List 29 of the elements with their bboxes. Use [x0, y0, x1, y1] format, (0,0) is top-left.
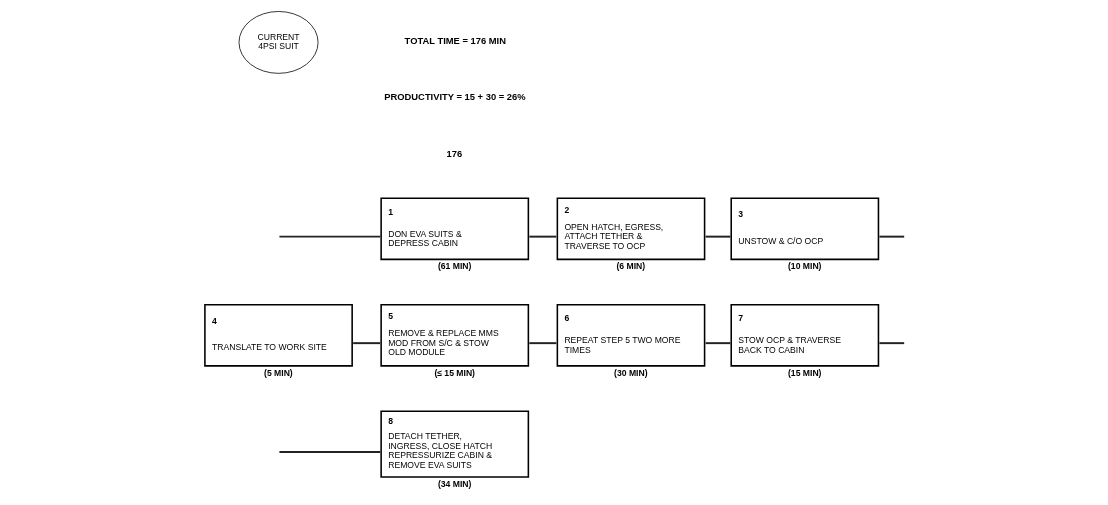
connector	[877, 342, 905, 345]
node-label: (30 MIN)	[613, 367, 648, 378]
node-label: (6 MIN)	[615, 261, 645, 272]
label: 176	[446, 147, 462, 159]
node-label: (34 MIN)	[437, 479, 471, 490]
node-box: 5 REMOVE & REPLACE MMS MOD FROM S/C & STOW OLD MODULE	[379, 304, 529, 367]
node-label: (10 MIN)	[787, 261, 821, 272]
node-label: (15 MIN)	[787, 367, 821, 378]
connector	[704, 342, 731, 345]
node-box: 4 TRANSLATE TO WORK SITE	[203, 304, 353, 367]
node-ellipse: CURRENT 4PSI SUIT	[238, 11, 318, 74]
node-box: 6 REPEAT STEP 5 TWO MORE TIMES	[556, 304, 705, 367]
connector	[277, 451, 381, 453]
label: PRODUCTIVITY = 15 + 30 = 26%	[383, 91, 526, 103]
label: TOTAL TIME = 176 MIN	[404, 35, 506, 47]
connector	[527, 235, 557, 238]
connector	[351, 342, 381, 345]
connector	[877, 235, 905, 238]
node-box: 2 OPEN HATCH, EGRESS, ATTACH TETHER & TRAVERSE TO OCP	[556, 197, 705, 261]
node-box: 8 DETACH TETHER, INGRESS, CLOSE HATCH REPRESSURIZE CABIN & REMOVE EVA SUITS	[379, 410, 529, 478]
node-label: (61 MIN)	[437, 261, 471, 272]
connector	[704, 235, 731, 238]
connector	[277, 235, 381, 238]
node-box: 3 UNSTOW & C/O OCP	[729, 197, 879, 261]
node-box: 7 STOW OCP & TRAVERSE BACK TO CABIN	[729, 304, 879, 367]
node-box: 1 DON EVA SUITS & DEPRESS CABIN	[379, 197, 529, 261]
node-label: (≤ 15 MIN)	[433, 367, 475, 378]
connector	[527, 342, 557, 345]
node-label: (5 MIN)	[263, 367, 293, 378]
